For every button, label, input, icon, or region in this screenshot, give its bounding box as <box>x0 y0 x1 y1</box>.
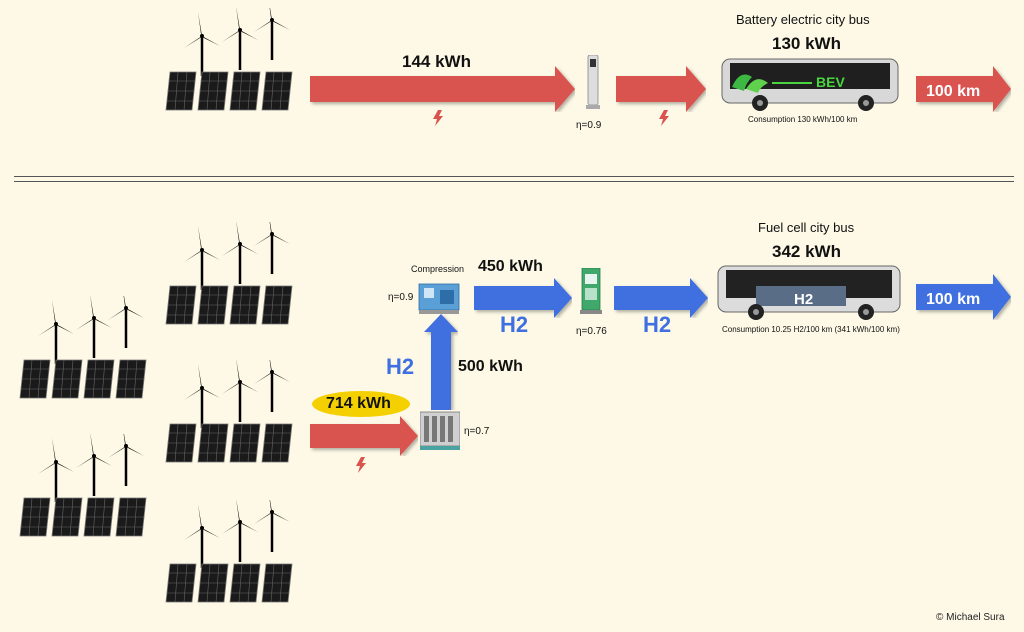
bev-input-arrow <box>310 66 575 112</box>
bev-input-energy: 144 kWh <box>402 52 471 71</box>
compressor-icon <box>418 283 460 314</box>
wind-solar-cluster <box>18 296 158 401</box>
fcev-bus-label: H2 <box>794 291 813 308</box>
section-divider <box>14 176 1014 182</box>
copyright: © Michael Sura <box>936 612 1005 623</box>
charger-efficiency: η=0.9 <box>576 120 602 131</box>
bev-bus-label: BEV <box>816 74 845 90</box>
bev-consumption: Consumption 130 kWh/100 km <box>748 115 858 124</box>
bev-output-arrow: 100 km <box>916 66 1011 112</box>
wind-solar-cluster <box>18 434 158 539</box>
compression-efficiency: η=0.9 <box>388 292 414 303</box>
fcev-input-energy: 714 kWh <box>326 395 391 412</box>
h2-label-vertical: H2 <box>386 354 415 379</box>
fcev-input-arrow <box>310 416 418 456</box>
station-efficiency: η=0.76 <box>576 326 607 337</box>
bev-charge-arrow <box>616 66 706 112</box>
electrolysis-output: 500 kWh <box>458 358 523 375</box>
lightning-icon <box>659 110 669 126</box>
h2-label-right: H2 <box>643 312 672 337</box>
h2-station-icon <box>580 268 602 314</box>
wind-solar-cluster <box>164 360 304 465</box>
bev-distance: 100 km <box>926 83 980 100</box>
lightning-icon <box>433 110 443 126</box>
fcev-distance: 100 km <box>926 291 980 308</box>
h2-up-arrow <box>424 314 458 410</box>
compression-label: Compression <box>411 264 465 274</box>
lightning-icon <box>356 457 366 473</box>
fcev-title: Fuel cell city bus <box>758 220 855 235</box>
compression-output: 450 kWh <box>478 258 543 275</box>
electrolysis-efficiency: η=0.7 <box>464 426 490 437</box>
bev-title: Battery electric city bus <box>736 12 870 27</box>
fcev-bus-image: H2 <box>717 265 901 320</box>
fcev-bus-energy: 342 kWh <box>772 242 841 261</box>
fcev-consumption: Consumption 10.25 H2/100 km (341 kWh/100… <box>722 325 900 334</box>
fcev-output-arrow: 100 km <box>916 274 1011 320</box>
fcev-station-arrow <box>614 278 708 318</box>
electrolyser-icon <box>420 411 460 450</box>
wind-solar-cluster <box>164 500 304 605</box>
bev-bus-energy: 130 kWh <box>772 34 841 53</box>
charger-icon <box>586 55 600 109</box>
input-energy-highlight <box>312 391 410 417</box>
compression-output-arrow <box>474 278 572 318</box>
wind-solar-cluster <box>164 222 304 327</box>
h2-label-middle: H2 <box>500 312 529 337</box>
wind-solar-cluster <box>164 8 304 113</box>
bev-bus-image: BEV <box>721 58 899 111</box>
